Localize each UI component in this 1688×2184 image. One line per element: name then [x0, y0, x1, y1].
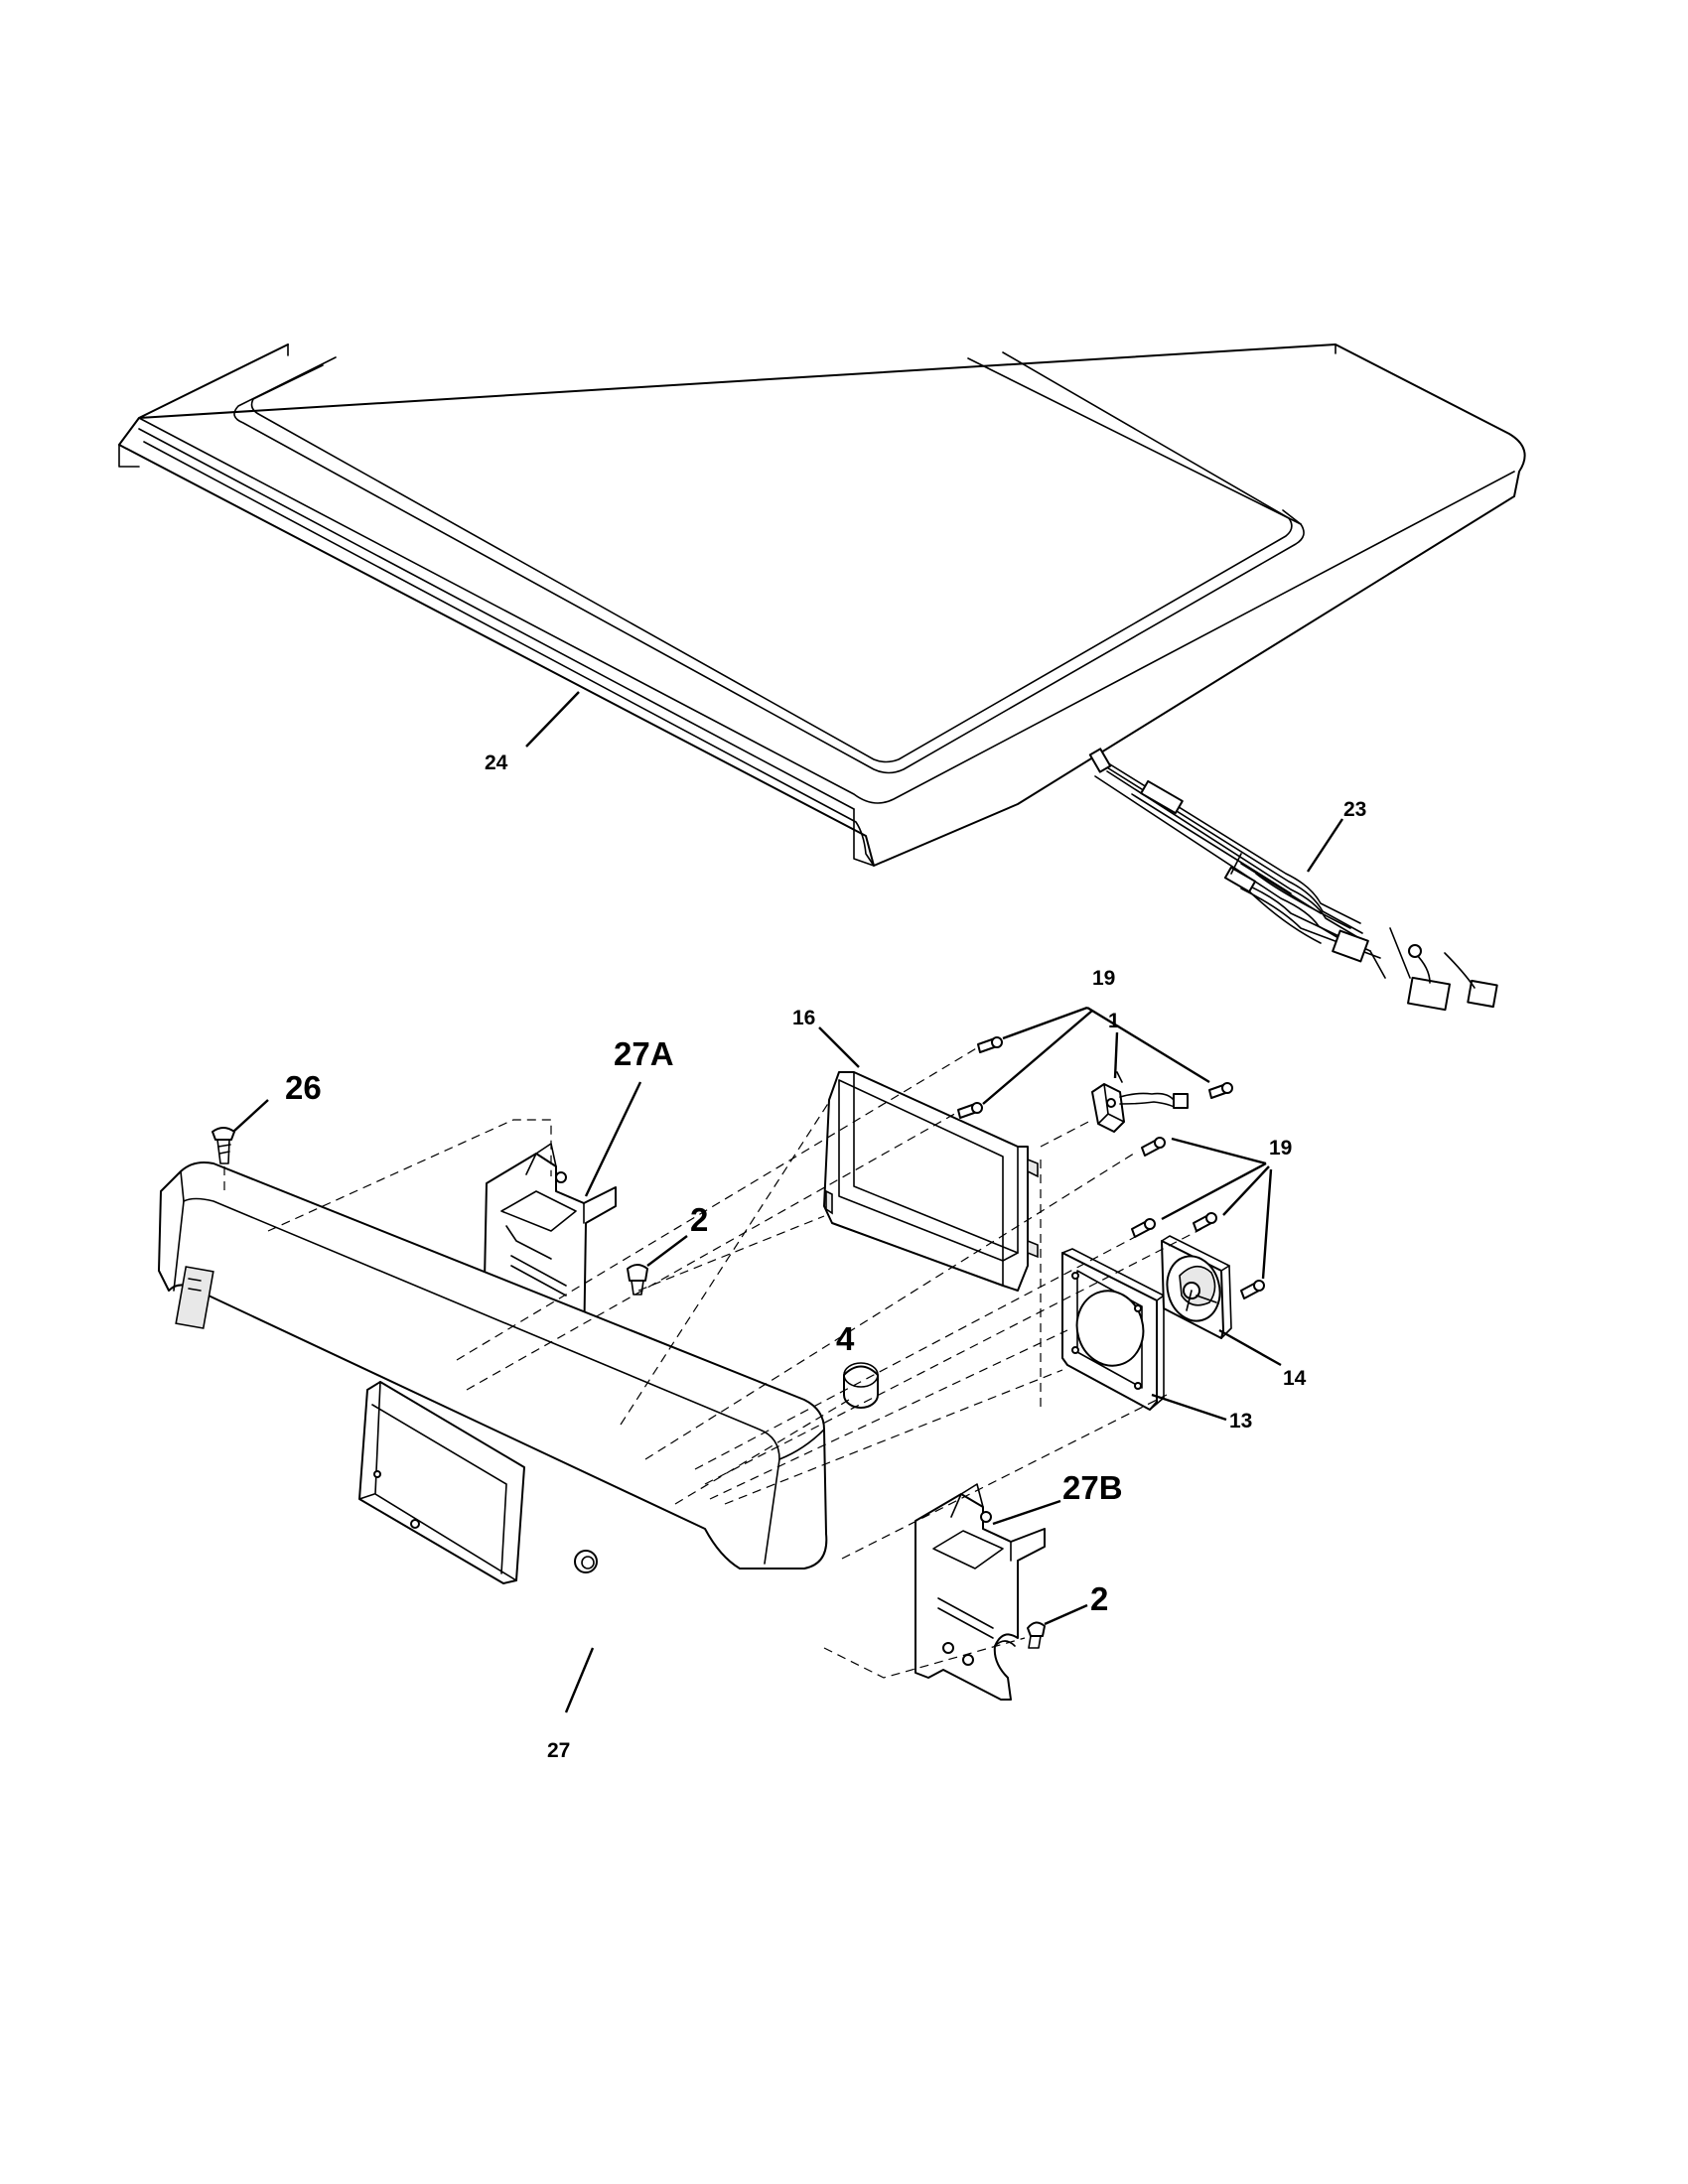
door-switch: 1: [1091, 1010, 1189, 1133]
callout-27b: 27B: [1062, 1469, 1123, 1506]
brand-logo-icon: [175, 1266, 214, 1329]
callout-16: 16: [792, 1007, 815, 1029]
speaker: 14: [1161, 1235, 1307, 1390]
screw-icon: [957, 1102, 983, 1119]
screw-icon: [1240, 1280, 1265, 1299]
screw-icon: [977, 1036, 1003, 1053]
callout-23: 23: [1343, 798, 1366, 821]
callout-4: 4: [836, 1320, 855, 1357]
knob: 4: [836, 1320, 879, 1409]
screw-2-right: 2: [1027, 1580, 1108, 1649]
control-panel: 27: [158, 1161, 828, 1762]
screws-lower: 19: [1131, 1137, 1292, 1299]
screws-upper: 19: [957, 967, 1233, 1119]
screw-26: 26: [211, 1069, 322, 1164]
callout-2-left: 2: [690, 1201, 708, 1238]
callout-19-upper: 19: [1092, 967, 1115, 990]
callout-1: 1: [1108, 1010, 1120, 1032]
bracket-27b: 27B: [914, 1469, 1123, 1701]
screw-icon: [1193, 1212, 1217, 1232]
callout-27a: 27A: [614, 1035, 674, 1072]
screw-icon: [1141, 1137, 1166, 1157]
assembly-lines: [223, 1046, 1202, 1679]
control-board: 16: [792, 1007, 1039, 1292]
screw-icon: [1131, 1218, 1156, 1238]
screw-icon: [1208, 1082, 1233, 1099]
callout-27: 27: [547, 1739, 570, 1762]
speaker-gasket: 13: [1061, 1248, 1252, 1433]
callout-13: 13: [1229, 1410, 1252, 1433]
screw-2-left: 2: [627, 1201, 708, 1296]
callout-14: 14: [1283, 1367, 1307, 1390]
wire-harness: 23: [1088, 748, 1498, 1012]
callout-2-right: 2: [1090, 1580, 1108, 1617]
callout-19-lower: 19: [1269, 1137, 1292, 1160]
callout-26: 26: [285, 1069, 322, 1106]
callout-24: 24: [485, 751, 508, 774]
top-panel: 24: [118, 343, 1526, 867]
